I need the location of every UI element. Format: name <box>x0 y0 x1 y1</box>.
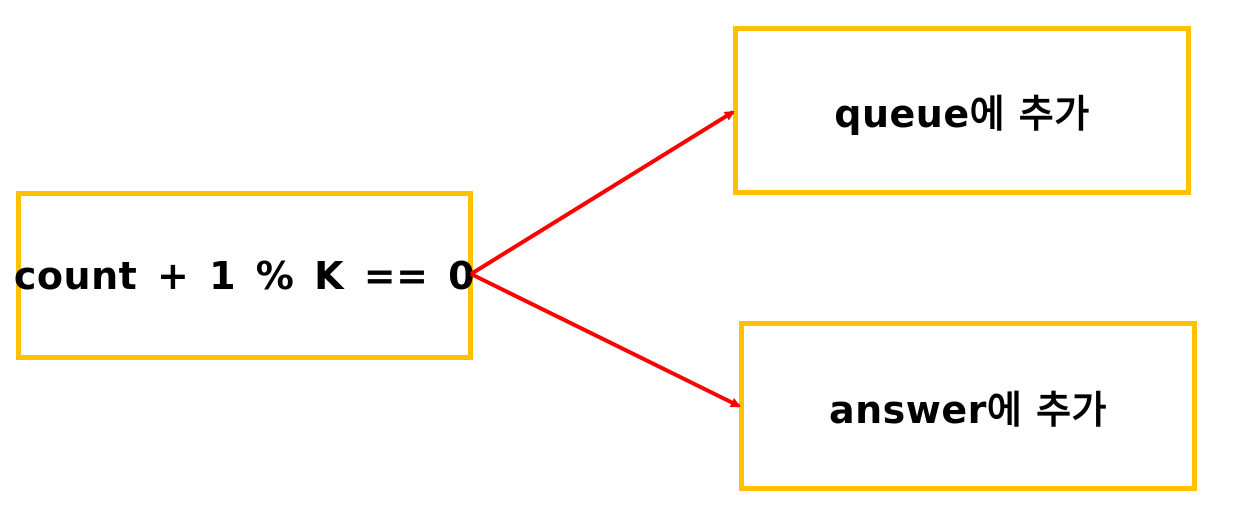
arrow-to-answer <box>470 272 741 408</box>
answer-node: answer에 추가 <box>739 321 1197 491</box>
condition-node: count + 1 % K == 0 <box>13 191 476 360</box>
condition-node-label: count + 1 % K == 0 <box>13 253 476 298</box>
queue-node: queue에 추가 <box>733 26 1191 195</box>
queue-node-label: queue에 추가 <box>834 92 1090 136</box>
answer-node-label: answer에 추가 <box>828 387 1108 432</box>
arrow-to-queue <box>469 110 735 276</box>
